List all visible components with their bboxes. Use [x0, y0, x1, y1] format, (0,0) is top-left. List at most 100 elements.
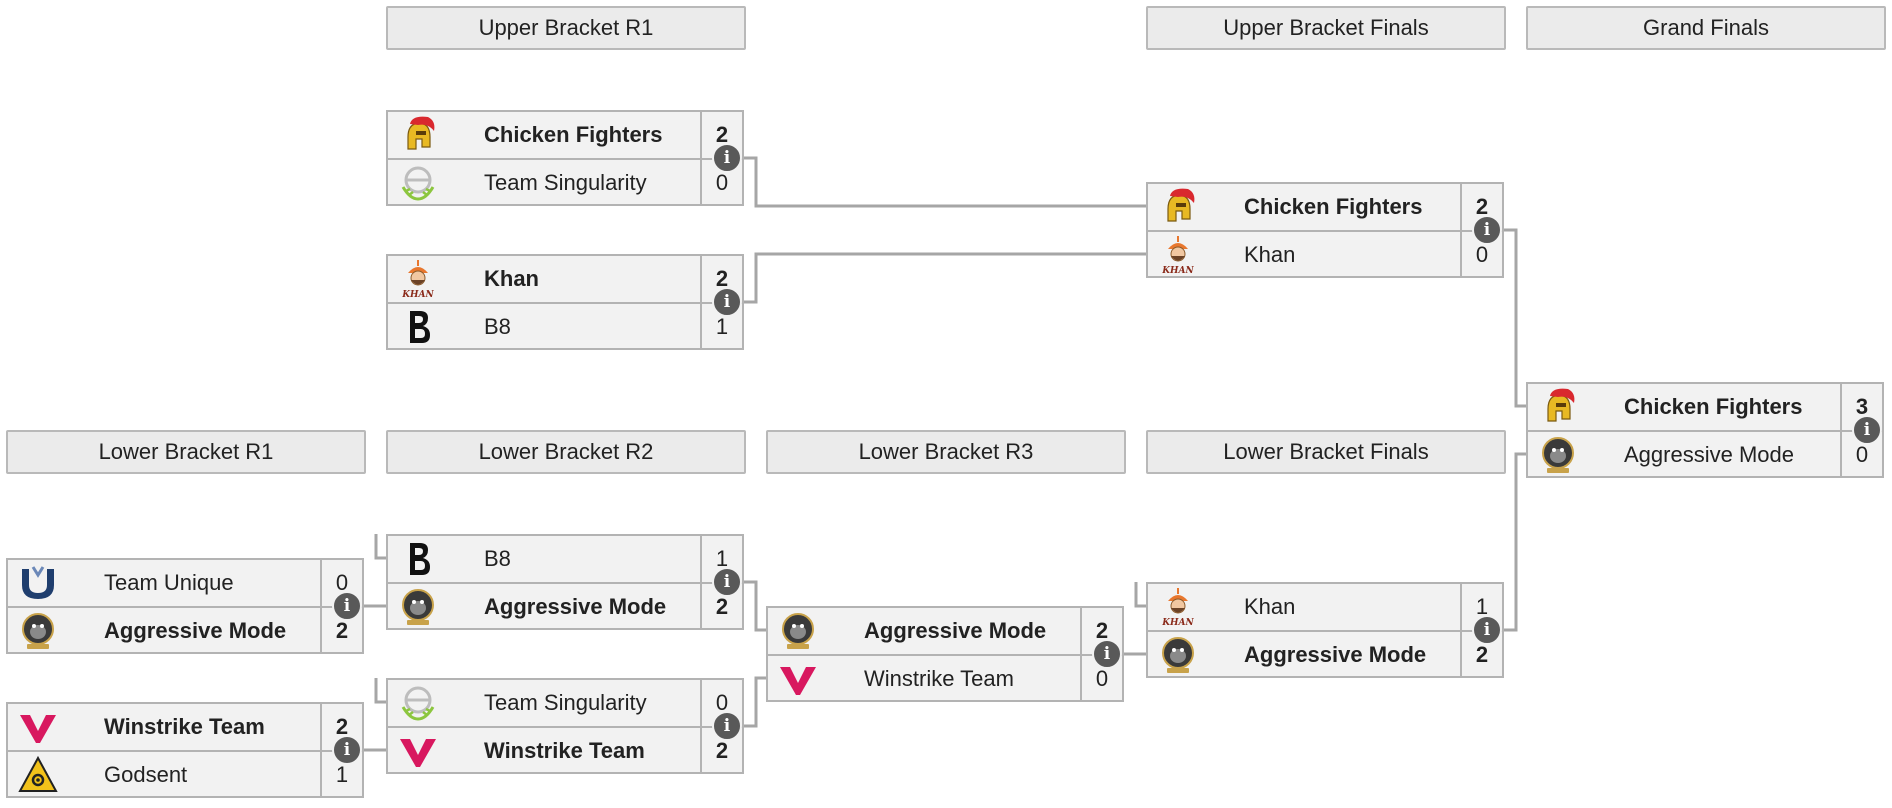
- bracket-connector-line: [744, 252, 1146, 304]
- team-score: 2: [700, 256, 742, 302]
- team-name: Chicken Fighters: [1624, 394, 1803, 419]
- spartan-helmet-icon: [1528, 384, 1588, 430]
- header-lower-bracket-finals: Lower Bracket Finals: [1146, 430, 1506, 474]
- row-divider: [388, 302, 742, 304]
- team-score: 2: [1460, 184, 1502, 230]
- team-name: Team Singularity: [484, 170, 647, 195]
- match-info-icon[interactable]: i: [332, 735, 362, 765]
- team-name: Khan: [484, 266, 539, 291]
- header-lower-bracket-r3: Lower Bracket R3: [766, 430, 1126, 474]
- match-info-icon[interactable]: i: [712, 567, 742, 597]
- row-divider: [1148, 230, 1502, 232]
- winstrike-w-icon: [388, 728, 448, 774]
- header-upper-bracket-finals: Upper Bracket Finals: [1146, 6, 1506, 50]
- header-grand-finals: Grand Finals: [1526, 6, 1886, 50]
- winstrike-w-icon: [8, 704, 68, 750]
- team-name: Aggressive Mode: [1624, 442, 1794, 467]
- match-info-icon[interactable]: i: [1472, 615, 1502, 645]
- team-row[interactable]: KHAN Khan 2: [388, 256, 742, 302]
- team-score: 0: [1460, 232, 1502, 278]
- match-info-icon[interactable]: i: [712, 143, 742, 173]
- team-score: 1: [700, 304, 742, 350]
- match-info-icon[interactable]: i: [1092, 639, 1122, 669]
- team-name: Chicken Fighters: [484, 122, 663, 147]
- team-score: 0: [700, 160, 742, 206]
- row-divider: [388, 726, 742, 728]
- team-score: 0: [1840, 432, 1882, 478]
- team-name: Winstrike Team: [484, 738, 645, 763]
- bracket-connector-line: [744, 580, 766, 632]
- team-name: Khan: [1244, 242, 1296, 267]
- team-name: Team Unique: [104, 570, 234, 595]
- team-score: 3: [1840, 384, 1882, 430]
- row-divider: [8, 750, 362, 752]
- team-row[interactable]: Chicken Fighters 3: [1528, 384, 1882, 430]
- b8-icon: [388, 304, 448, 350]
- gorilla-icon: [1148, 632, 1208, 678]
- team-row[interactable]: Winstrike Team 2: [388, 728, 742, 774]
- team-name: Aggressive Mode: [864, 618, 1047, 643]
- match-info-icon[interactable]: i: [1852, 415, 1882, 445]
- team-score: 2: [700, 728, 742, 774]
- team-name: Team Singularity: [484, 690, 647, 715]
- team-name: Winstrike Team: [104, 714, 265, 739]
- match-info-icon[interactable]: i: [712, 287, 742, 317]
- team-score: 0: [700, 680, 742, 726]
- row-divider: [1148, 630, 1502, 632]
- b8-icon: [388, 536, 448, 582]
- team-score: 0: [320, 560, 362, 606]
- team-name: Aggressive Mode: [1244, 642, 1427, 667]
- bracket-connector-line: [744, 676, 766, 728]
- team-name: Aggressive Mode: [484, 594, 667, 619]
- header-upper-bracket-r1: Upper Bracket R1: [386, 6, 746, 50]
- team-row[interactable]: KHAN Khan 0: [1148, 232, 1502, 278]
- winstrike-w-icon: [768, 656, 828, 702]
- team-row[interactable]: Winstrike Team 2: [8, 704, 362, 750]
- khan-warrior-icon: KHAN: [388, 256, 448, 302]
- team-score: 1: [700, 536, 742, 582]
- team-row[interactable]: Team Singularity 0: [388, 160, 742, 206]
- spartan-helmet-icon: [388, 112, 448, 158]
- gorilla-icon: [768, 608, 828, 654]
- match-info-icon[interactable]: i: [332, 591, 362, 621]
- bracket-connector-line: [744, 156, 1146, 208]
- spartan-helmet-icon: [1148, 184, 1208, 230]
- team-row[interactable]: Aggressive Mode 0: [1528, 432, 1882, 478]
- row-divider: [8, 606, 362, 608]
- gorilla-icon: [388, 584, 448, 630]
- team-score: 2: [700, 112, 742, 158]
- svg-text:KHAN: KHAN: [1161, 266, 1194, 275]
- bracket-connector-line: [1504, 452, 1526, 632]
- team-row[interactable]: Team Singularity 0: [388, 680, 742, 726]
- team-name: Khan: [1244, 594, 1296, 619]
- match-info-icon[interactable]: i: [1472, 215, 1502, 245]
- bracket-connector-line: [374, 678, 386, 704]
- team-row[interactable]: Team Unique 0: [8, 560, 362, 606]
- godsent-triangle-icon: [8, 752, 68, 798]
- team-row[interactable]: Chicken Fighters 2: [388, 112, 742, 158]
- bracket-connector-line: [374, 534, 386, 560]
- match-info-icon[interactable]: i: [712, 711, 742, 741]
- team-score: 2: [320, 608, 362, 654]
- team-score: 2: [320, 704, 362, 750]
- singularity-laurel-icon: [388, 680, 448, 726]
- khan-warrior-icon: KHAN: [1148, 584, 1208, 630]
- team-score: 0: [1080, 656, 1122, 702]
- team-name: Godsent: [104, 762, 188, 787]
